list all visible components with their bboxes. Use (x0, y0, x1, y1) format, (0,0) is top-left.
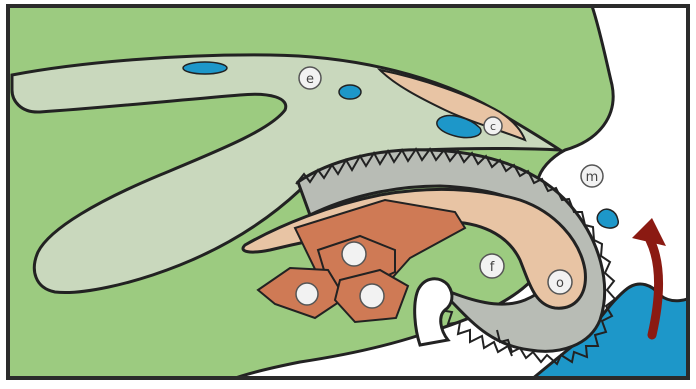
blue-blob-4 (596, 208, 619, 229)
label-o: o (547, 269, 573, 295)
label-f-text: f (490, 260, 495, 275)
diagram-frame (6, 4, 690, 380)
label-g2 (295, 282, 319, 306)
label-o-text: o (556, 276, 564, 291)
label-c: c (483, 116, 503, 136)
lower-notch (413, 277, 454, 347)
label-c-text: c (490, 120, 496, 133)
curved-arrow-icon (632, 218, 666, 340)
blue-blob-1 (182, 61, 228, 75)
serrated-teeth (295, 147, 617, 366)
blue-lower-structure (530, 282, 688, 378)
label-m-text: m (586, 170, 599, 185)
label-g3 (359, 283, 385, 309)
blue-blobs (182, 61, 619, 229)
blue-blob-3 (436, 114, 482, 139)
inner-tissue (10, 53, 566, 294)
blue-blob-2 (338, 84, 362, 100)
label-g1 (341, 241, 367, 267)
label-e: e (298, 66, 322, 90)
label-m: m (580, 164, 604, 188)
label-f: f (479, 253, 505, 279)
label-e-text: e (306, 72, 314, 87)
